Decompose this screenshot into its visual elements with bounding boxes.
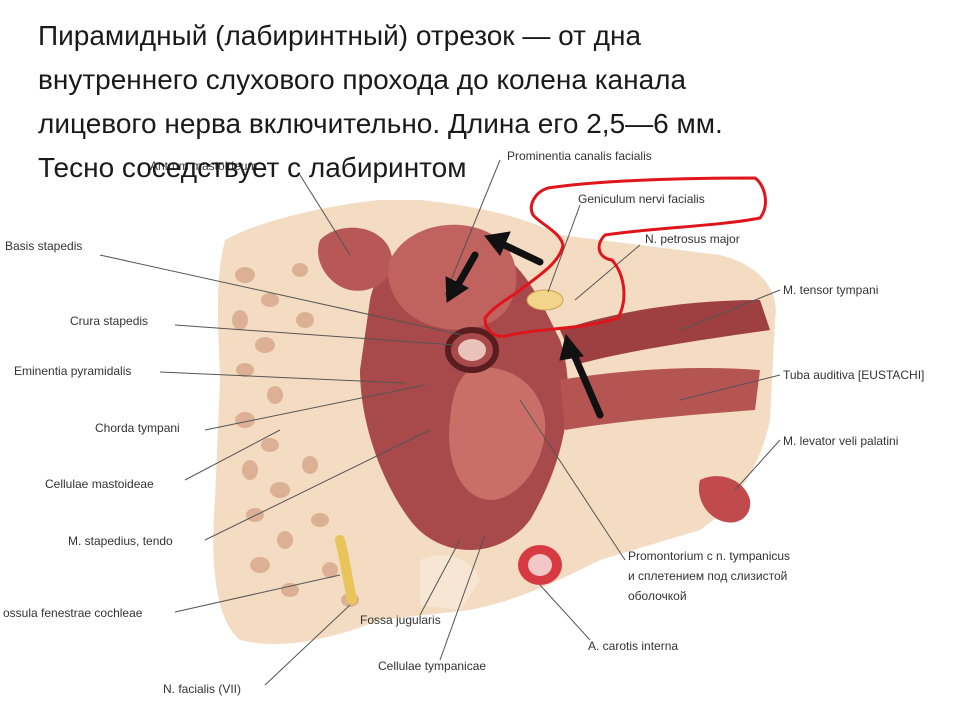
slide-line-3: лицевого нерва включительно. Длина его 2… — [38, 108, 723, 139]
label-carotis: A. carotis interna — [588, 639, 678, 653]
label-fossula: ossula fenestrae cochleae — [3, 606, 143, 620]
label-chorda: Chorda tympani — [95, 421, 180, 435]
slide-line-4: Тесно соседствует с лабиринтом — [38, 152, 467, 183]
label-prominentia: Prominentia canalis facialis — [507, 149, 652, 163]
tuba-auditiva — [560, 368, 760, 430]
slide-description: Пирамидный (лабиринтный) отрезок — от дн… — [38, 14, 938, 190]
label-eminentia: Eminentia pyramidalis — [14, 364, 131, 378]
label-cellulae-tympanicae: Cellulae tympanicae — [378, 659, 486, 673]
label-facialis: N. facialis (VII) — [163, 682, 241, 696]
highlight-outline — [483, 176, 767, 338]
slide-line-2: внутреннего слухового прохода до колена … — [38, 64, 687, 95]
annotation-arrows — [445, 231, 604, 419]
label-promontorium-1: Promontorium с n. tympanicus — [628, 549, 790, 563]
label-stapedius: M. stapedius, tendo — [68, 534, 173, 548]
label-petrosus: N. petrosus major — [645, 232, 740, 246]
fossa-jugularis-shape — [420, 555, 480, 610]
label-crura: Crura stapedis — [70, 314, 148, 328]
label-antrum: Antrum mastoideum — [150, 159, 257, 173]
label-tuba: Tuba auditiva [EUSTACHI] — [783, 368, 924, 382]
slide-line-1: Пирамидный (лабиринтный) отрезок — от дн… — [38, 20, 642, 51]
promontorium — [449, 367, 546, 500]
label-basis-stapedis: Basis stapedis — [5, 239, 82, 253]
leader-lines — [99, 159, 781, 686]
tensor-tympani — [560, 300, 770, 365]
facial-nerve — [335, 535, 357, 605]
stapes — [445, 327, 499, 373]
label-levator: M. levator veli palatini — [783, 434, 898, 448]
label-promontorium-2: и сплетением под слизистой — [628, 569, 787, 583]
geniculate-ganglion — [526, 289, 564, 311]
label-geniculum: Geniculum nervi facialis — [578, 192, 705, 206]
label-promontorium-3: оболочкой — [628, 589, 687, 603]
mastoid-cells — [232, 263, 359, 607]
label-fossa-jugularis: Fossa jugularis — [360, 613, 441, 627]
label-tensor: M. tensor tympani — [783, 283, 878, 297]
label-cellulae-mastoideae: Cellulae mastoideae — [45, 477, 154, 491]
antrum — [318, 227, 393, 291]
